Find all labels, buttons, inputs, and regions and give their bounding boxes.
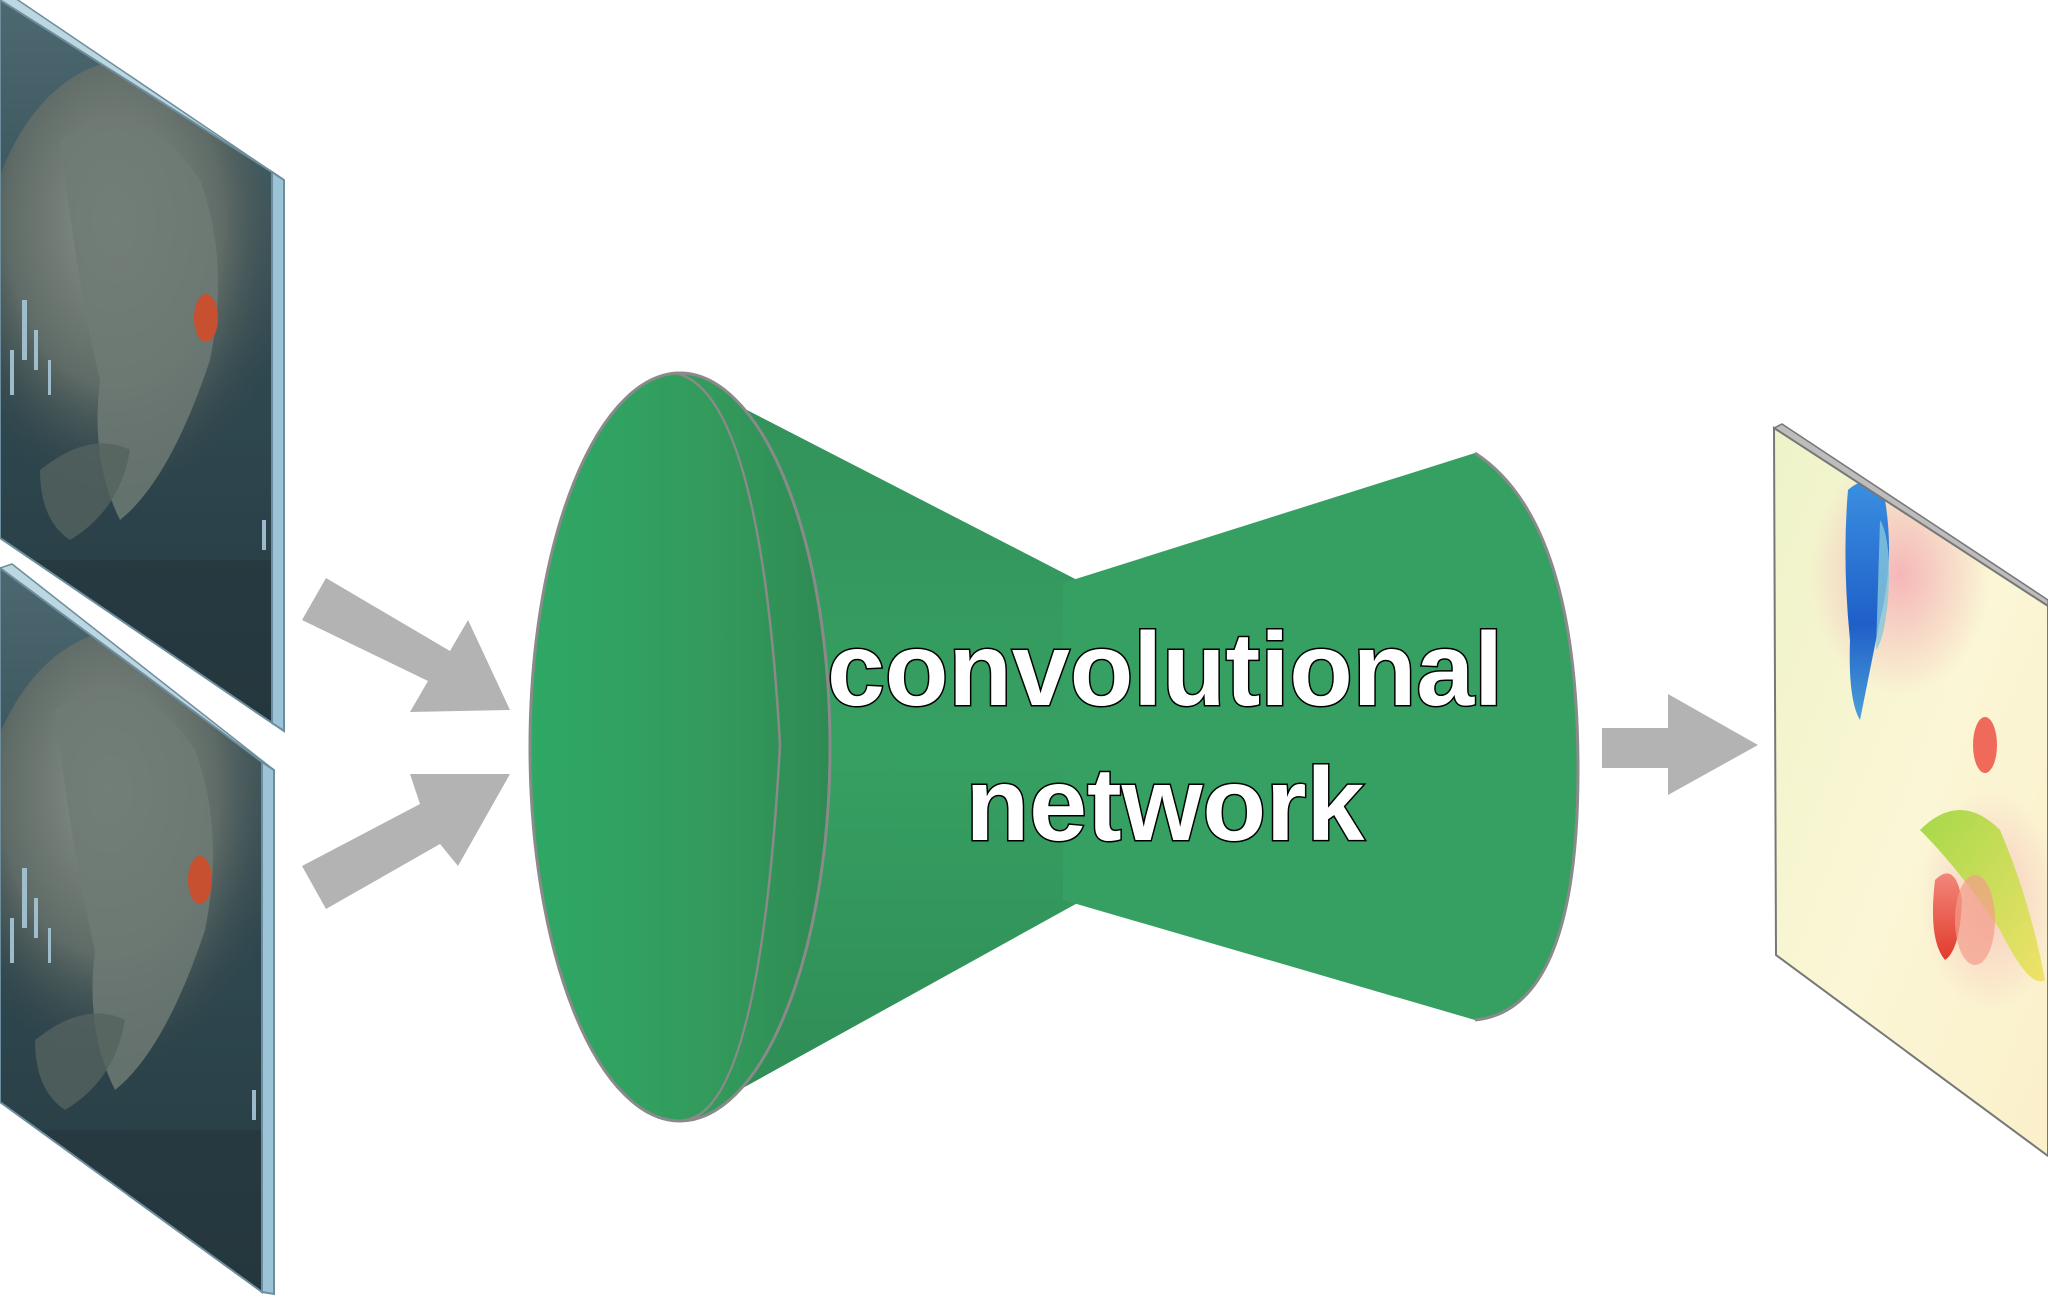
arrow-icon <box>1602 694 1758 795</box>
network-label-line1: convolutional <box>827 612 1503 728</box>
input-arrow-2 <box>302 774 510 909</box>
flow-field-icon <box>1772 423 2048 1158</box>
arrow-icon <box>302 578 510 712</box>
convolutional-network: convolutional network <box>528 371 1580 1123</box>
network-label-line2: network <box>966 747 1365 863</box>
input-arrow-1 <box>302 578 510 712</box>
output-arrow <box>1602 694 1758 795</box>
output-flow-field <box>1772 423 2048 1158</box>
arrow-icon <box>302 774 510 909</box>
